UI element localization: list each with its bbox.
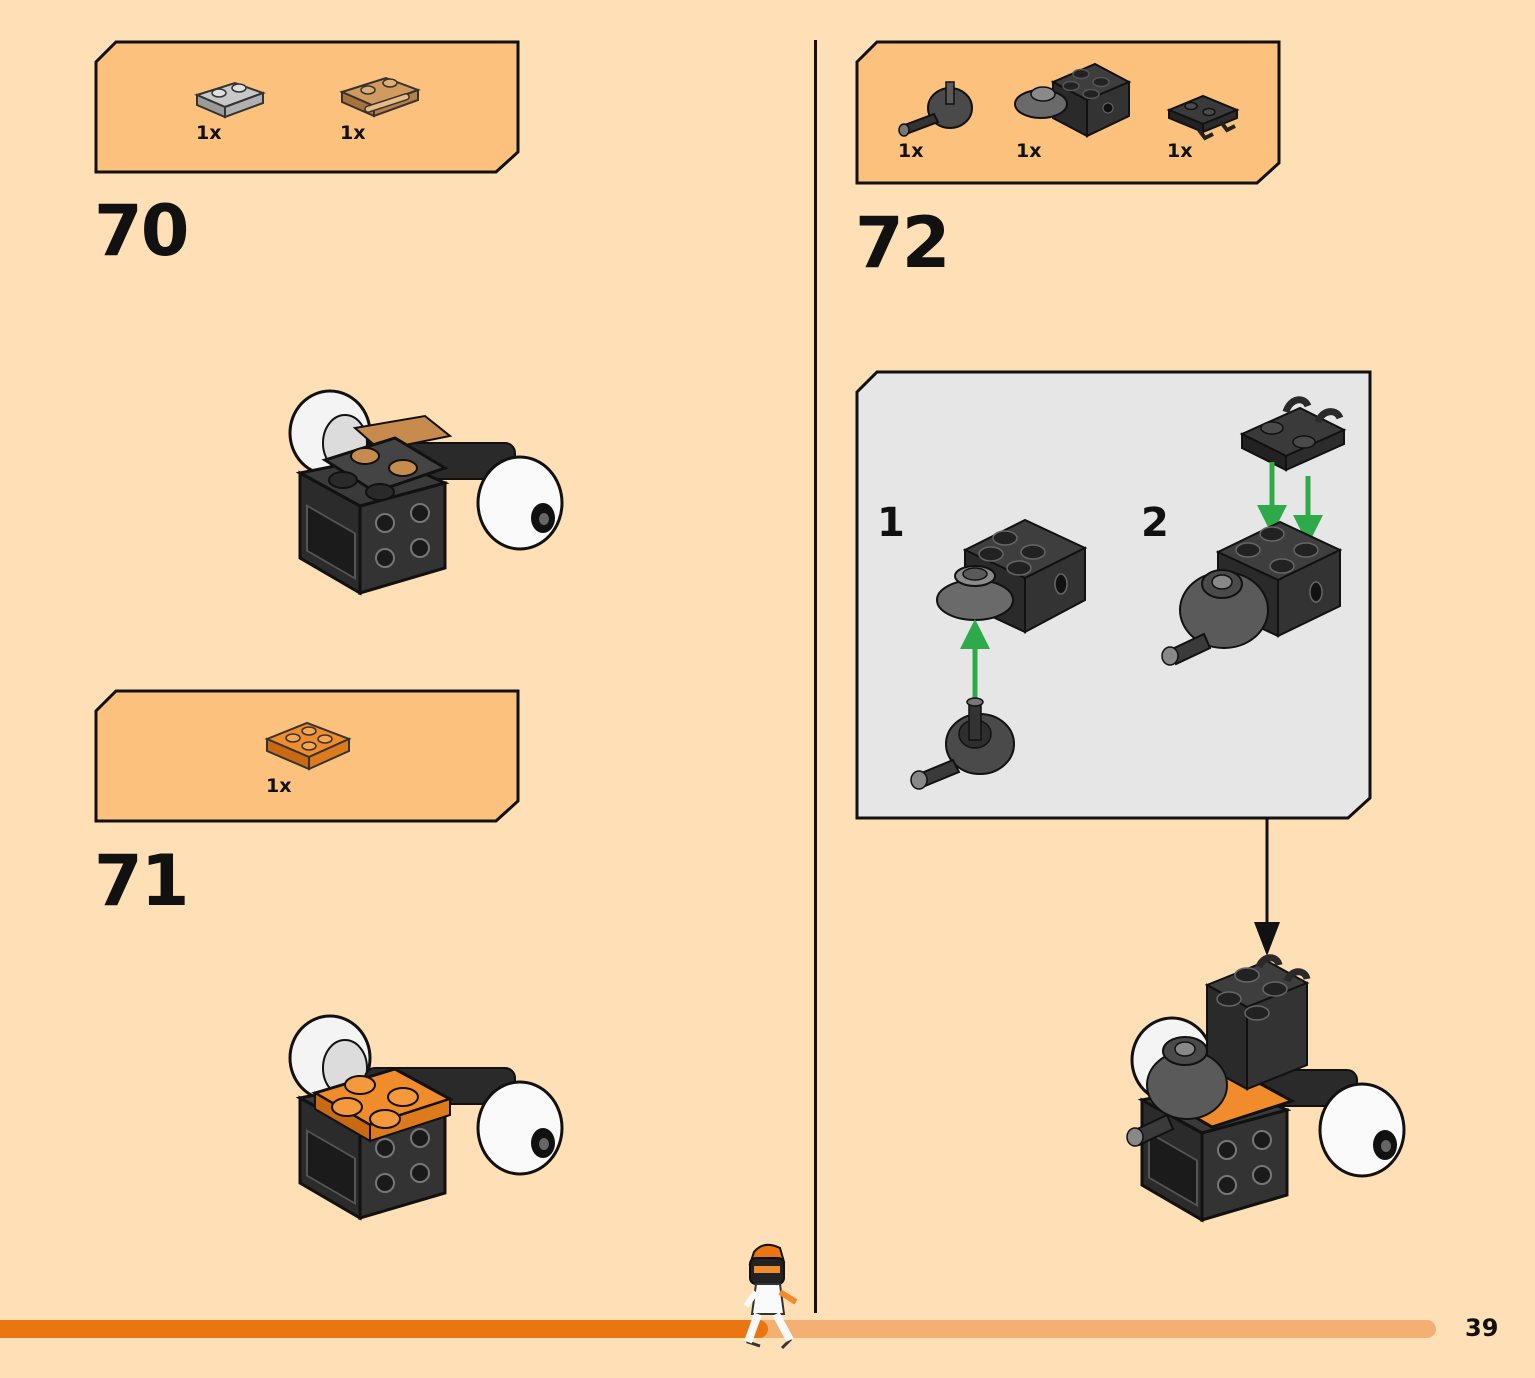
part-brick-2x2-dome-dark-gray <box>1014 62 1132 138</box>
part-plate-1x2-handle-tan <box>339 76 421 118</box>
qty-step-72-part-3: 1x <box>1167 140 1193 162</box>
part-plate-2x2-orange <box>264 721 352 771</box>
model-step-72 <box>1126 954 1406 1222</box>
page-number: 39 <box>1465 1314 1499 1342</box>
qty-step-70-part-2: 1x <box>340 122 366 144</box>
qty-step-72-part-2: 1x <box>1016 140 1042 162</box>
model-step-71 <box>288 1014 564 1220</box>
parts-box-step-70 <box>94 40 520 174</box>
subassembly-callout <box>855 370 1372 820</box>
step-number-72: 72 <box>855 202 950 284</box>
page-divider <box>814 40 817 1313</box>
progress-mascot-figure <box>743 1243 798 1350</box>
step-number-71: 71 <box>94 840 189 922</box>
step-number-70: 70 <box>94 190 189 272</box>
part-plate-clips-black <box>1166 94 1240 141</box>
qty-step-72-part-1: 1x <box>898 140 924 162</box>
substep-number-1: 1 <box>877 500 905 546</box>
model-step-70 <box>288 389 564 595</box>
substep-1-illustration <box>910 518 1088 790</box>
assembly-arrow <box>1254 818 1280 956</box>
progress-fill <box>0 1320 768 1338</box>
qty-step-70-part-1: 1x <box>196 122 222 144</box>
qty-step-71-part-1: 1x <box>266 775 292 797</box>
substep-number-2: 2 <box>1141 500 1169 546</box>
part-plate-1x2-light-gray <box>194 81 266 119</box>
part-ball-joint-dark-gray <box>898 81 973 137</box>
substep-2-illustration <box>1161 396 1347 666</box>
